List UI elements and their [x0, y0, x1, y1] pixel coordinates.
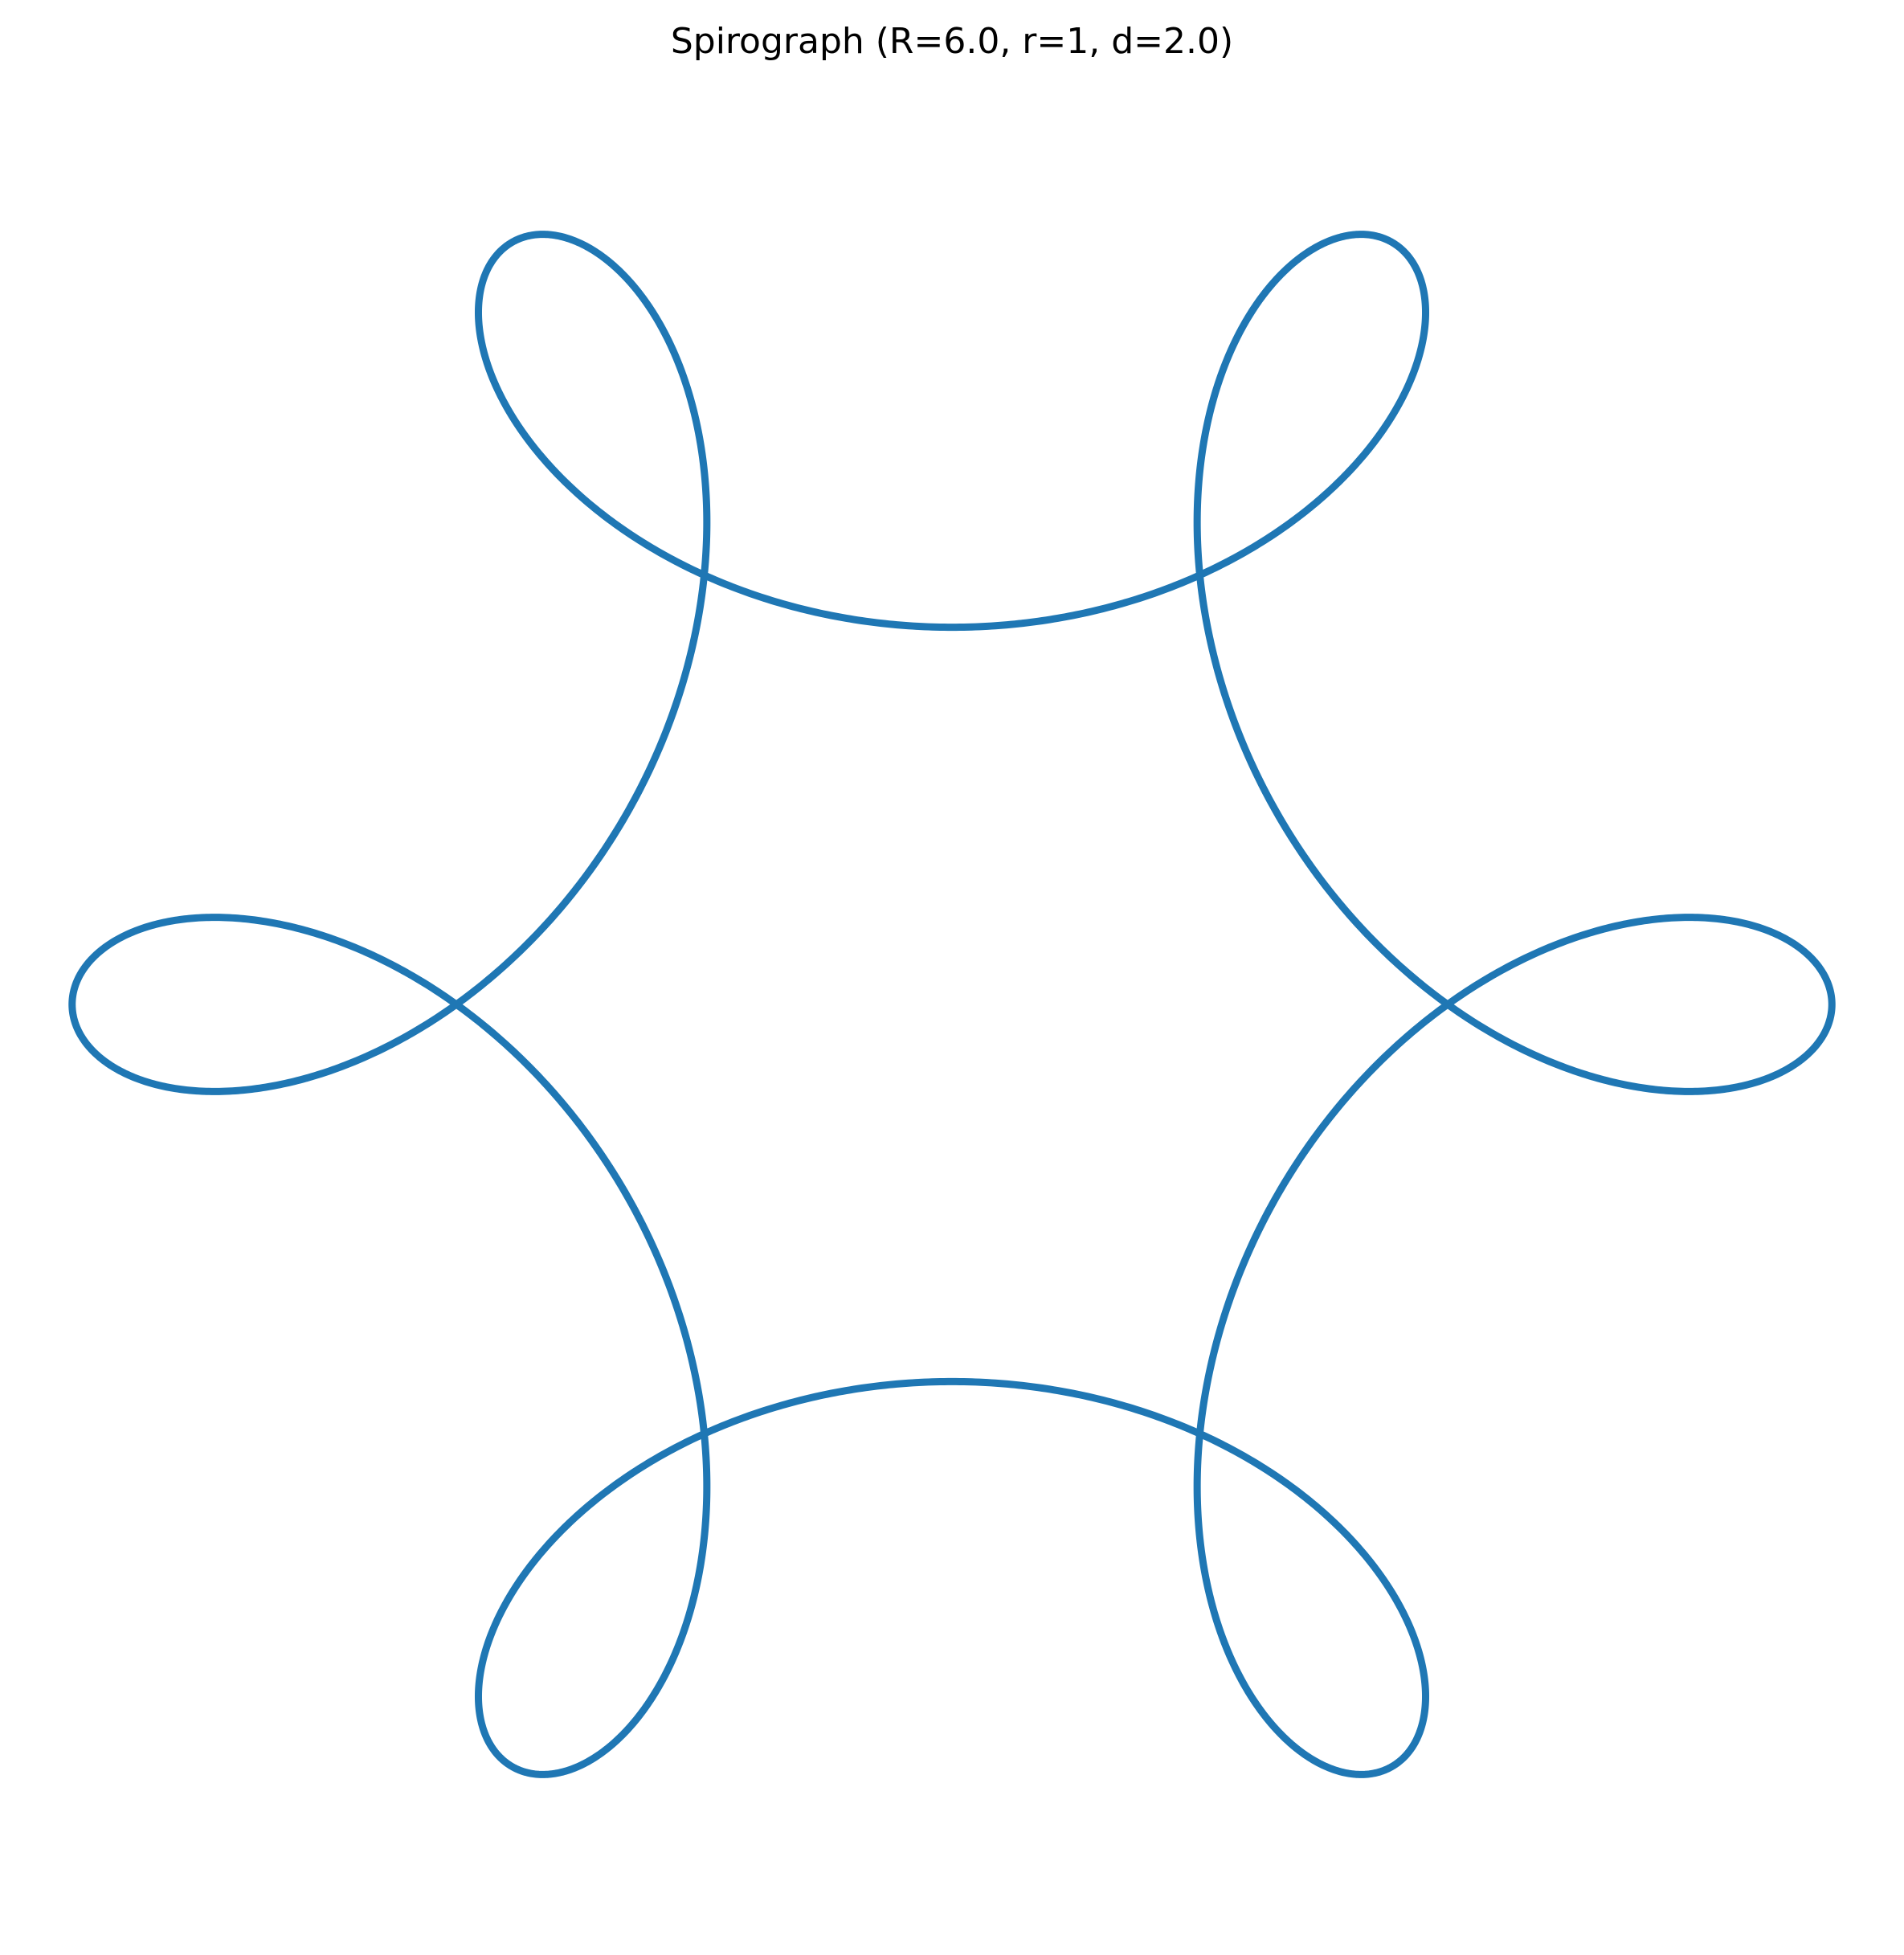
- spirograph-curve: [68, 231, 1836, 1778]
- chart-title: Spirograph (R=6.0, r=1, d=2.0): [670, 21, 1234, 62]
